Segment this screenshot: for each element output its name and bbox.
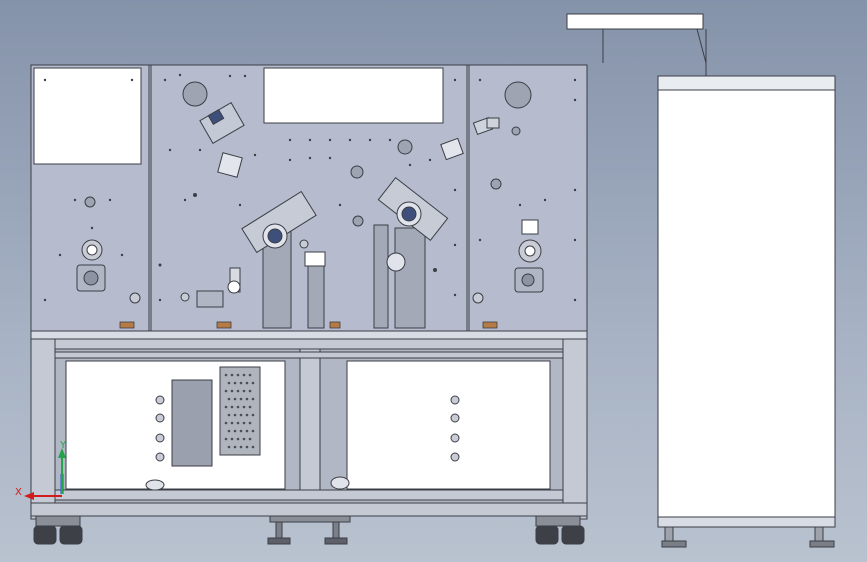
left-unwind-assembly (76, 239, 141, 304)
lower-frame (30, 330, 588, 520)
left-window-panel (33, 67, 142, 165)
brackets (119, 321, 498, 329)
central-towers (241, 176, 449, 329)
axis-y-label: Y (60, 440, 67, 451)
axis-triad (24, 448, 66, 500)
right-cabinet (566, 13, 836, 548)
rollers (84, 81, 532, 227)
axis-x-label: X (15, 487, 22, 498)
right-cabinet-panel (346, 360, 551, 490)
top-window-panel (263, 67, 444, 124)
sensor-blocks (180, 102, 464, 308)
vent-grille (219, 366, 261, 456)
right-rewind-assembly (472, 116, 544, 304)
vent-holes (224, 373, 255, 449)
display-panel (171, 379, 213, 467)
casters (33, 515, 585, 545)
